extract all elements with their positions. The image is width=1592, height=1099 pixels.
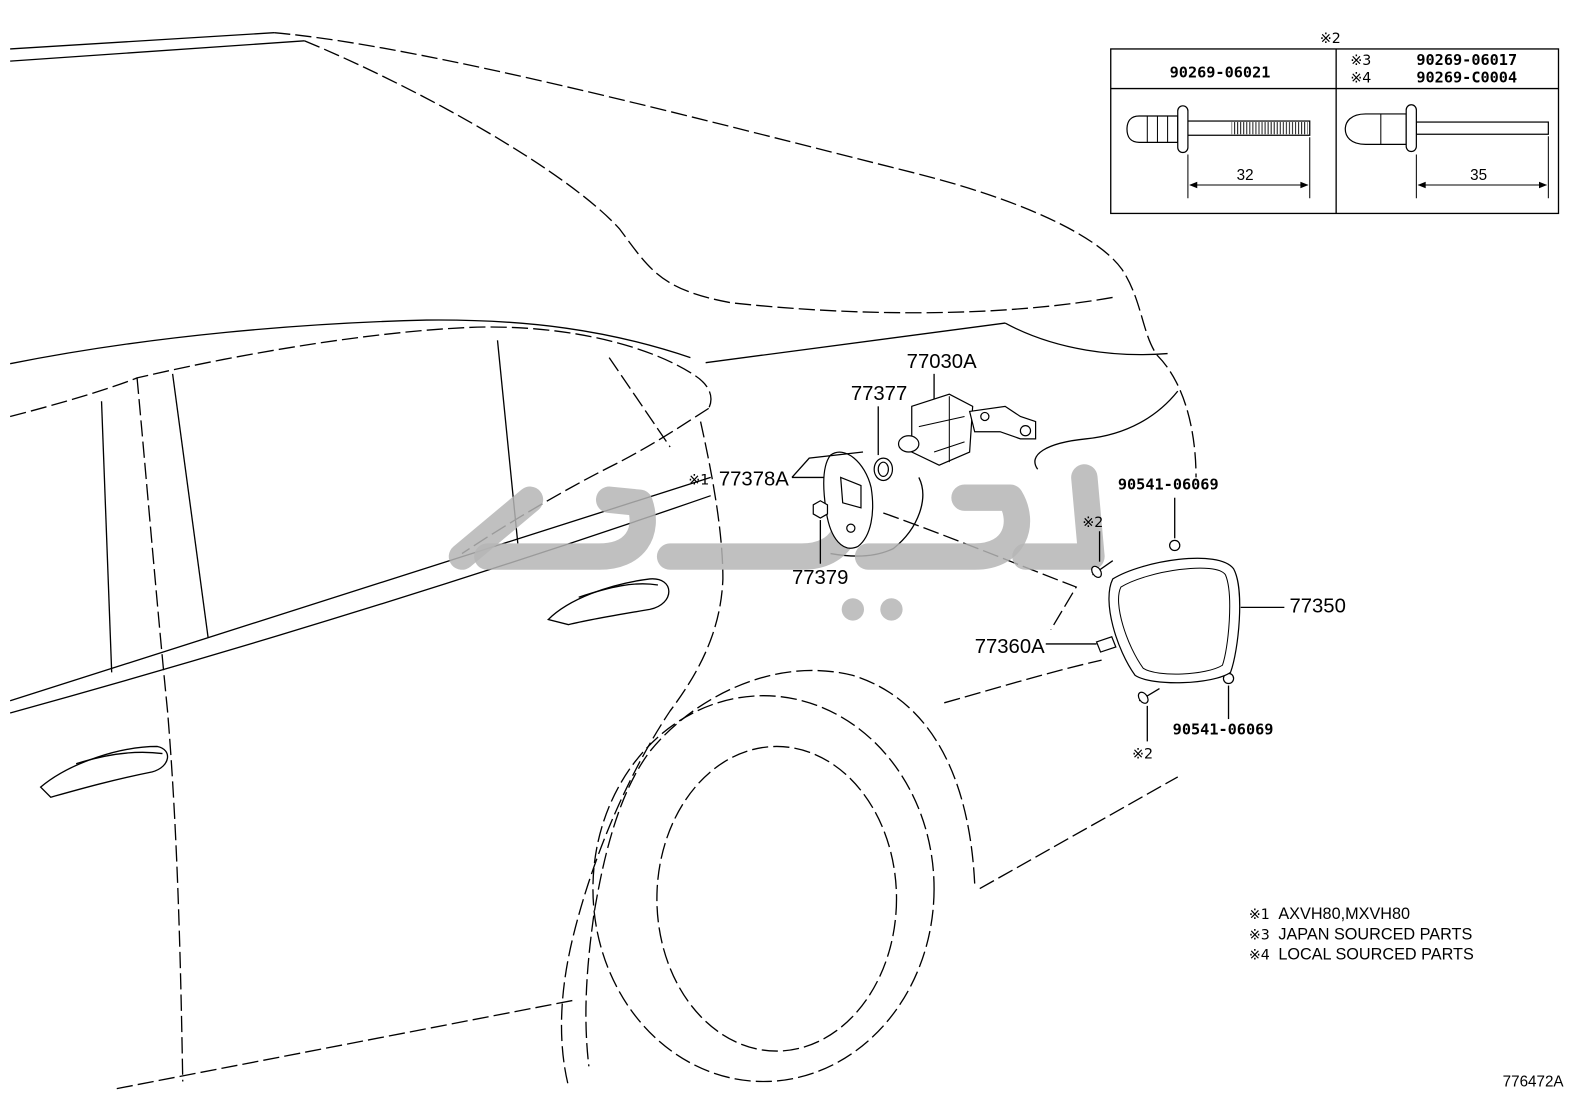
callout-90541-upper: 90541-06069 (1118, 476, 1219, 494)
callout-clip-lower-mark: ※2 (1132, 747, 1153, 763)
legend-item-2: ※3 JAPAN SOURCED PARTS (1249, 925, 1473, 943)
front-door-handle-recess (75, 751, 163, 765)
cap-upper (1169, 539, 1181, 552)
fuel-lid-housing (823, 451, 874, 549)
rear-door-handle (546, 578, 670, 626)
tire-outer (592, 695, 935, 1083)
rivet-right-variant-1-part-number: 90269-06017 (1416, 51, 1517, 69)
ring-part (873, 457, 894, 482)
roof-outer-line (274, 32, 1197, 478)
c-pillar-divider (608, 357, 671, 448)
rivet-clip-lower (1137, 688, 1160, 704)
belt-line-lower (9, 495, 711, 714)
b-pillar-inner-line (171, 373, 209, 638)
rear-door-handle-recess (578, 583, 659, 598)
legend: ※1 AXVH80,MXVH80 ※3 JAPAN SOURCED PARTS … (1249, 905, 1474, 964)
rivet-table-note-mark: ※2 (1320, 31, 1341, 47)
callout-77378a: 77378A (719, 469, 789, 491)
belt-line-upper (9, 476, 711, 702)
rivet-left-drawing (1126, 105, 1311, 154)
roof-edge-line (10, 32, 275, 50)
callout-77360a: 77360A (975, 636, 1045, 658)
rear-glass-line (304, 40, 1117, 314)
drawing-number: 776472A (1503, 1074, 1565, 1091)
trunk-edge-line (1004, 322, 1168, 356)
rivet-right-variant-1-mark: ※3 (1350, 53, 1371, 69)
fuel-filler-door (1108, 557, 1241, 684)
rivet-right-variant-2: ※4 90269-C0004 (1350, 68, 1517, 86)
callout-clip-upper-mark: ※2 (1082, 515, 1103, 531)
fuel-lid-opener-actuator (897, 393, 1037, 466)
legend-item-2-text: JAPAN SOURCED PARTS (1278, 925, 1472, 943)
leader-lines (791, 373, 1285, 742)
legend-item-1-text: AXVH80,MXVH80 (1278, 905, 1410, 923)
legend-item-3-mark: ※4 (1249, 948, 1270, 964)
callout-77030a: 77030A (907, 351, 977, 373)
hinge-part (1095, 636, 1117, 653)
callout-77378a-mark: ※1 (688, 473, 709, 489)
rivet-left-part-number: 90269-06021 (1170, 63, 1271, 81)
callout-77350: 77350 (1289, 595, 1345, 617)
rear-door-shut-line (560, 421, 724, 1087)
callout-77377: 77377 (851, 383, 907, 405)
wheel-arch (585, 669, 976, 1067)
rivet-right-drawing (1344, 104, 1549, 153)
rivet-right-length: 35 (1470, 167, 1487, 184)
rivet-left-length: 32 (1237, 167, 1254, 184)
window-frame-line (9, 326, 712, 418)
rocker-line (116, 999, 574, 1090)
front-door-handle (39, 745, 169, 798)
rivet-right-variant-2-part-number: 90269-C0004 (1416, 68, 1517, 86)
tire-inner (656, 745, 898, 1052)
nut-part (812, 500, 829, 519)
rivet-right-variant-1: ※3 90269-06017 (1350, 51, 1517, 69)
body-top-side-line (10, 319, 691, 365)
rivet-left-dimension: 32 (1187, 137, 1311, 199)
legend-item-1: ※1 AXVH80,MXVH80 (1249, 905, 1410, 923)
legend-item-1-mark: ※1 (1249, 907, 1270, 923)
quarter-top-line (705, 322, 1006, 364)
legend-item-3-text: LOCAL SOURCED PARTS (1278, 946, 1474, 964)
rivet-clip-upper (1091, 560, 1114, 578)
rivet-table: ※2 90269-06021 ※3 90269-06017 ※4 90269-C… (1110, 31, 1560, 215)
fuel-opening-line (883, 512, 1078, 631)
rivet-right-dimension: 35 (1415, 136, 1549, 199)
rear-bumper-line (979, 776, 1179, 890)
watermark-logo (448, 464, 1105, 621)
b-pillar-line (136, 377, 184, 1082)
legend-item-2-mark: ※3 (1249, 927, 1270, 943)
taillight-line (1034, 390, 1179, 470)
rivet-table-frame (1110, 48, 1560, 215)
legend-item-3: ※4 LOCAL SOURCED PARTS (1249, 946, 1474, 964)
callout-90541-lower: 90541-06069 (1173, 720, 1274, 738)
callout-77379: 77379 (792, 567, 848, 589)
front-pillar-line (100, 401, 113, 673)
rivet-right-variant-2-mark: ※4 (1350, 70, 1371, 86)
roof-inner-line (10, 40, 305, 62)
quarter-lower-line (944, 659, 1102, 704)
